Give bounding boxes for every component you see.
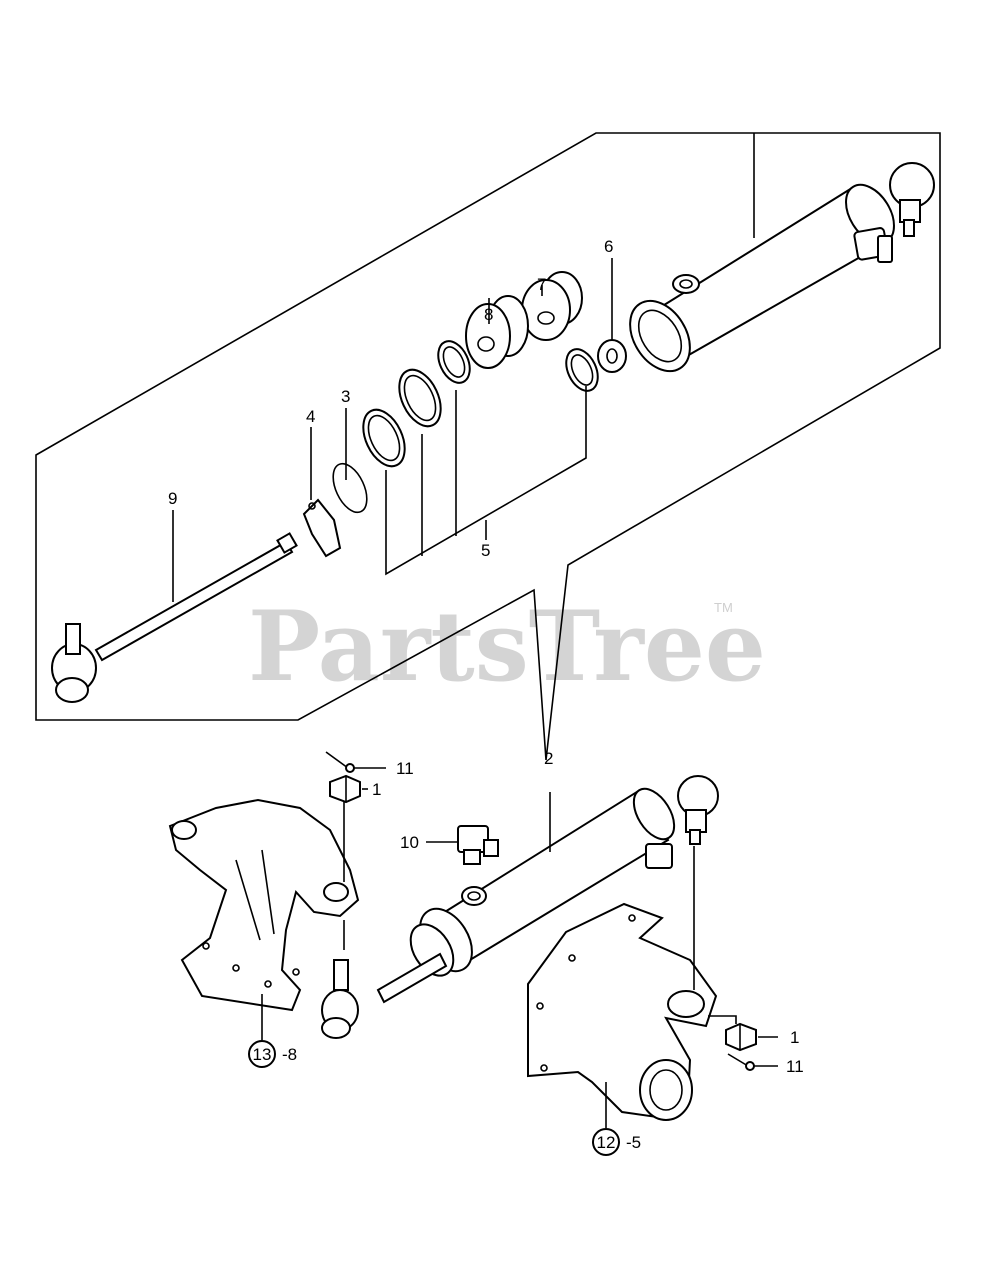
callout-6: 6	[604, 237, 613, 256]
reference-13-suffix: -8	[282, 1045, 297, 1064]
callout-1-lower: 1	[790, 1028, 799, 1047]
reference-13: 13 -8	[248, 1040, 297, 1068]
assembled-cylinder	[321, 775, 719, 1039]
lock-washer-part-4	[302, 498, 342, 558]
steering-knuckle-right	[527, 902, 718, 1121]
callout-9: 9	[168, 489, 177, 508]
callout-10: 10	[400, 833, 419, 852]
nut-part-6	[597, 339, 627, 373]
nut-part-1-lower	[725, 1022, 757, 1052]
exploded-view-frame	[35, 132, 941, 761]
cotter-pin-part-11-upper	[325, 751, 355, 773]
seal-ring-small	[565, 348, 599, 392]
exploded-cylinder-tube	[629, 162, 935, 373]
reference-13-number: 13	[253, 1045, 272, 1064]
piston-part-8	[465, 295, 529, 369]
callout-4: 4	[306, 407, 315, 426]
snap-ring-part-3	[332, 462, 368, 514]
seal-ring-5c	[362, 408, 406, 468]
reference-12-suffix: -5	[626, 1133, 641, 1152]
callout-2: 2	[544, 749, 553, 768]
steering-knuckle-left	[168, 798, 360, 1012]
piston-part-7	[521, 271, 583, 341]
callout-11-lower: 11	[786, 1057, 804, 1076]
piston-rod-part-9	[51, 532, 298, 703]
callout-11-upper: 11	[396, 759, 414, 778]
callout-8: 8	[484, 305, 493, 324]
callout-3: 3	[341, 387, 350, 406]
callout-7: 7	[537, 275, 546, 294]
seal-ring-5a	[437, 340, 471, 384]
watermark: PartsTree	[248, 590, 766, 703]
seal-ring-5b	[398, 368, 442, 428]
reference-12-number: 12	[597, 1133, 616, 1152]
callout-1-upper: 1	[372, 780, 381, 799]
watermark-trademark: TM	[714, 600, 733, 615]
callout-5: 5	[481, 541, 490, 560]
nut-part-1-upper	[329, 774, 361, 804]
cotter-pin-part-11-lower	[727, 1053, 755, 1071]
reference-12: 12 -5	[592, 1128, 641, 1156]
elbow-fitting-part-10	[457, 825, 499, 865]
